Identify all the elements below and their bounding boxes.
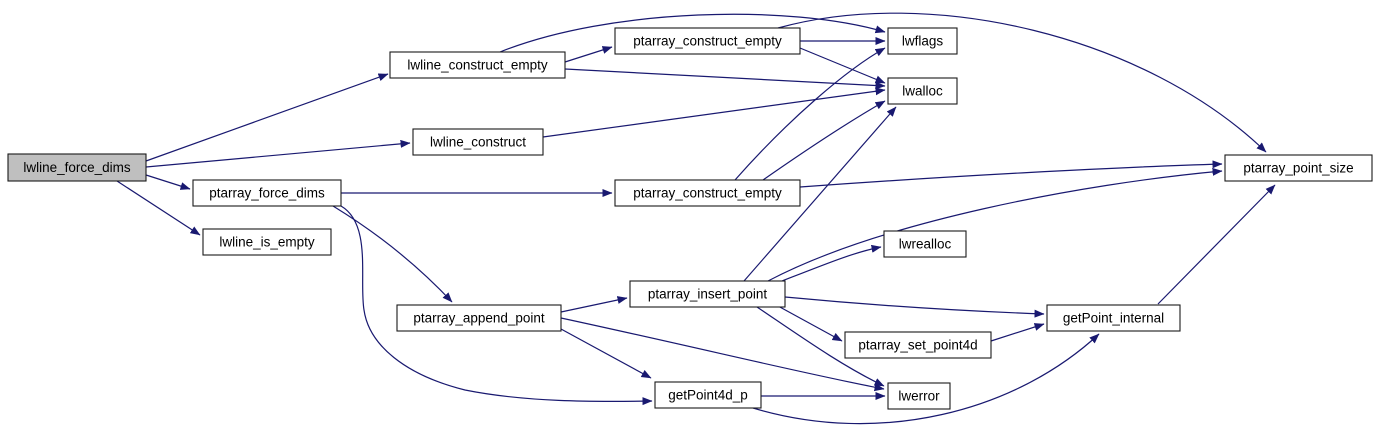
call-edge-lwline_construct_empty--ptarray_construct_empty_1 [564,46,613,63]
call-edge-ptarray_append_point--lwerror [560,317,885,392]
node-box-lwerror[interactable] [887,382,951,410]
node-box-lwrealloc[interactable] [883,230,967,258]
node-box-ptarray_set_point4d[interactable] [844,331,992,359]
node-lwerror[interactable]: lwerror [887,382,951,410]
call-edge-ptarray_insert_point--lwrealloc [781,244,882,282]
node-lwline_construct_empty[interactable]: lwline_construct_empty [389,51,566,79]
node-box-lwalloc[interactable] [887,77,958,105]
node-box-ptarray_force_dims[interactable] [192,179,342,207]
node-ptarray_force_dims[interactable]: ptarray_force_dims [192,179,342,207]
node-label-lwline_is_empty: lwline_is_empty [219,235,315,250]
call-edge-lwline_force_dims--lwline_construct [145,139,411,168]
call-edge-ptarray_append_point--ptarray_insert_point [560,296,628,313]
node-lwalloc[interactable]: lwalloc [887,77,958,105]
node-label-lwline_force_dims: lwline_force_dims [23,160,131,175]
node-box-lwline_construct_empty[interactable] [389,51,566,79]
node-ptarray_insert_point[interactable]: ptarray_insert_point [629,280,786,308]
call-edge-ptarray_append_point--getPoint4d_p [560,328,652,379]
node-label-getPoint_internal: getPoint_internal [1063,311,1164,326]
node-box-lwline_construct[interactable] [412,128,544,156]
node-getPoint_internal[interactable]: getPoint_internal [1046,304,1181,332]
call-edge-getPoint_internal--ptarray_point_size [1157,184,1276,305]
call-edge-ptarray_construct_empty_2--lwalloc [762,100,886,181]
node-label-lwrealloc: lwrealloc [899,237,952,252]
node-lwline_is_empty[interactable]: lwline_is_empty [202,228,332,256]
node-box-lwline_force_dims[interactable] [7,153,147,182]
call-edge-lwline_force_dims--lwline_construct_empty [145,73,389,162]
edges-layer [116,12,1276,425]
node-label-ptarray_set_point4d: ptarray_set_point4d [858,338,977,353]
call-edge-getPoint4d_p--getPoint_internal [752,333,1100,425]
node-box-ptarray_append_point[interactable] [396,304,562,332]
node-label-getPoint4d_p: getPoint4d_p [668,388,748,403]
call-edge-ptarray_construct_empty_2--ptarray_point_size [799,160,1223,188]
call-edge-ptarray_insert_point--ptarray_point_size [767,167,1223,282]
node-label-lwline_construct: lwline_construct [430,135,526,150]
node-label-ptarray_append_point: ptarray_append_point [413,311,545,326]
node-label-ptarray_force_dims: ptarray_force_dims [209,186,325,201]
call-edge-ptarray_construct_empty_2--lwflags [734,47,886,181]
node-label-lwerror: lwerror [898,389,940,404]
node-label-ptarray_construct_empty_2: ptarray_construct_empty [633,186,782,201]
node-box-ptarray_point_size[interactable] [1224,154,1373,182]
node-label-ptarray_point_size: ptarray_point_size [1243,161,1353,176]
call-edge-lwline_construct--lwalloc [542,87,886,138]
node-lwflags[interactable]: lwflags [887,27,958,55]
call-edge-ptarray_force_dims--ptarray_append_point [332,205,453,303]
node-box-lwflags[interactable] [887,27,958,55]
node-ptarray_point_size[interactable]: ptarray_point_size [1224,154,1373,182]
node-box-ptarray_insert_point[interactable] [629,280,786,308]
call-edge-ptarray_construct_empty_1--ptarray_point_size [777,12,1267,153]
call-edge-lwline_construct_empty--lwalloc [564,68,886,90]
node-ptarray_construct_empty_2[interactable]: ptarray_construct_empty [614,179,801,207]
node-lwline_force_dims[interactable]: lwline_force_dims [7,153,147,182]
node-label-lwflags: lwflags [902,34,944,49]
call-edge-ptarray_insert_point--ptarray_set_point4d [777,305,843,342]
node-label-lwline_construct_empty: lwline_construct_empty [407,58,548,73]
call-edge-lwline_construct_empty--lwflags [499,13,886,53]
node-getPoint4d_p[interactable]: getPoint4d_p [654,381,762,409]
call-edge-ptarray_construct_empty_1--lwalloc [799,47,886,84]
node-lwline_construct[interactable]: lwline_construct [412,128,544,156]
node-box-getPoint_internal[interactable] [1046,304,1181,332]
node-label-ptarray_insert_point: ptarray_insert_point [648,287,768,302]
node-lwrealloc[interactable]: lwrealloc [883,230,967,258]
nodes-layer: lwline_force_dimslwline_construct_emptyp… [7,27,1373,410]
node-label-ptarray_construct_empty_1: ptarray_construct_empty [633,34,782,49]
call-edge-ptarray_set_point4d--getPoint_internal [990,323,1045,342]
call-edge-ptarray_force_dims--getPoint4d_p [340,205,653,406]
call-edge-ptarray_insert_point--getPoint_internal [784,296,1045,318]
node-label-lwalloc: lwalloc [902,84,943,99]
call-edge-lwline_force_dims--lwline_is_empty [116,180,201,236]
call-edge-lwline_force_dims--ptarray_force_dims [145,174,191,190]
node-box-ptarray_construct_empty_1[interactable] [614,27,801,55]
node-box-lwline_is_empty[interactable] [202,228,332,256]
node-box-ptarray_construct_empty_2[interactable] [614,179,801,207]
call-edge-ptarray_insert_point--lwerror [756,306,885,387]
node-ptarray_set_point4d[interactable]: ptarray_set_point4d [844,331,992,359]
node-ptarray_construct_empty_1[interactable]: ptarray_construct_empty [614,27,801,55]
call-edge-ptarray_insert_point--lwalloc [743,106,897,282]
node-ptarray_append_point[interactable]: ptarray_append_point [396,304,562,332]
node-box-getPoint4d_p[interactable] [654,381,762,409]
